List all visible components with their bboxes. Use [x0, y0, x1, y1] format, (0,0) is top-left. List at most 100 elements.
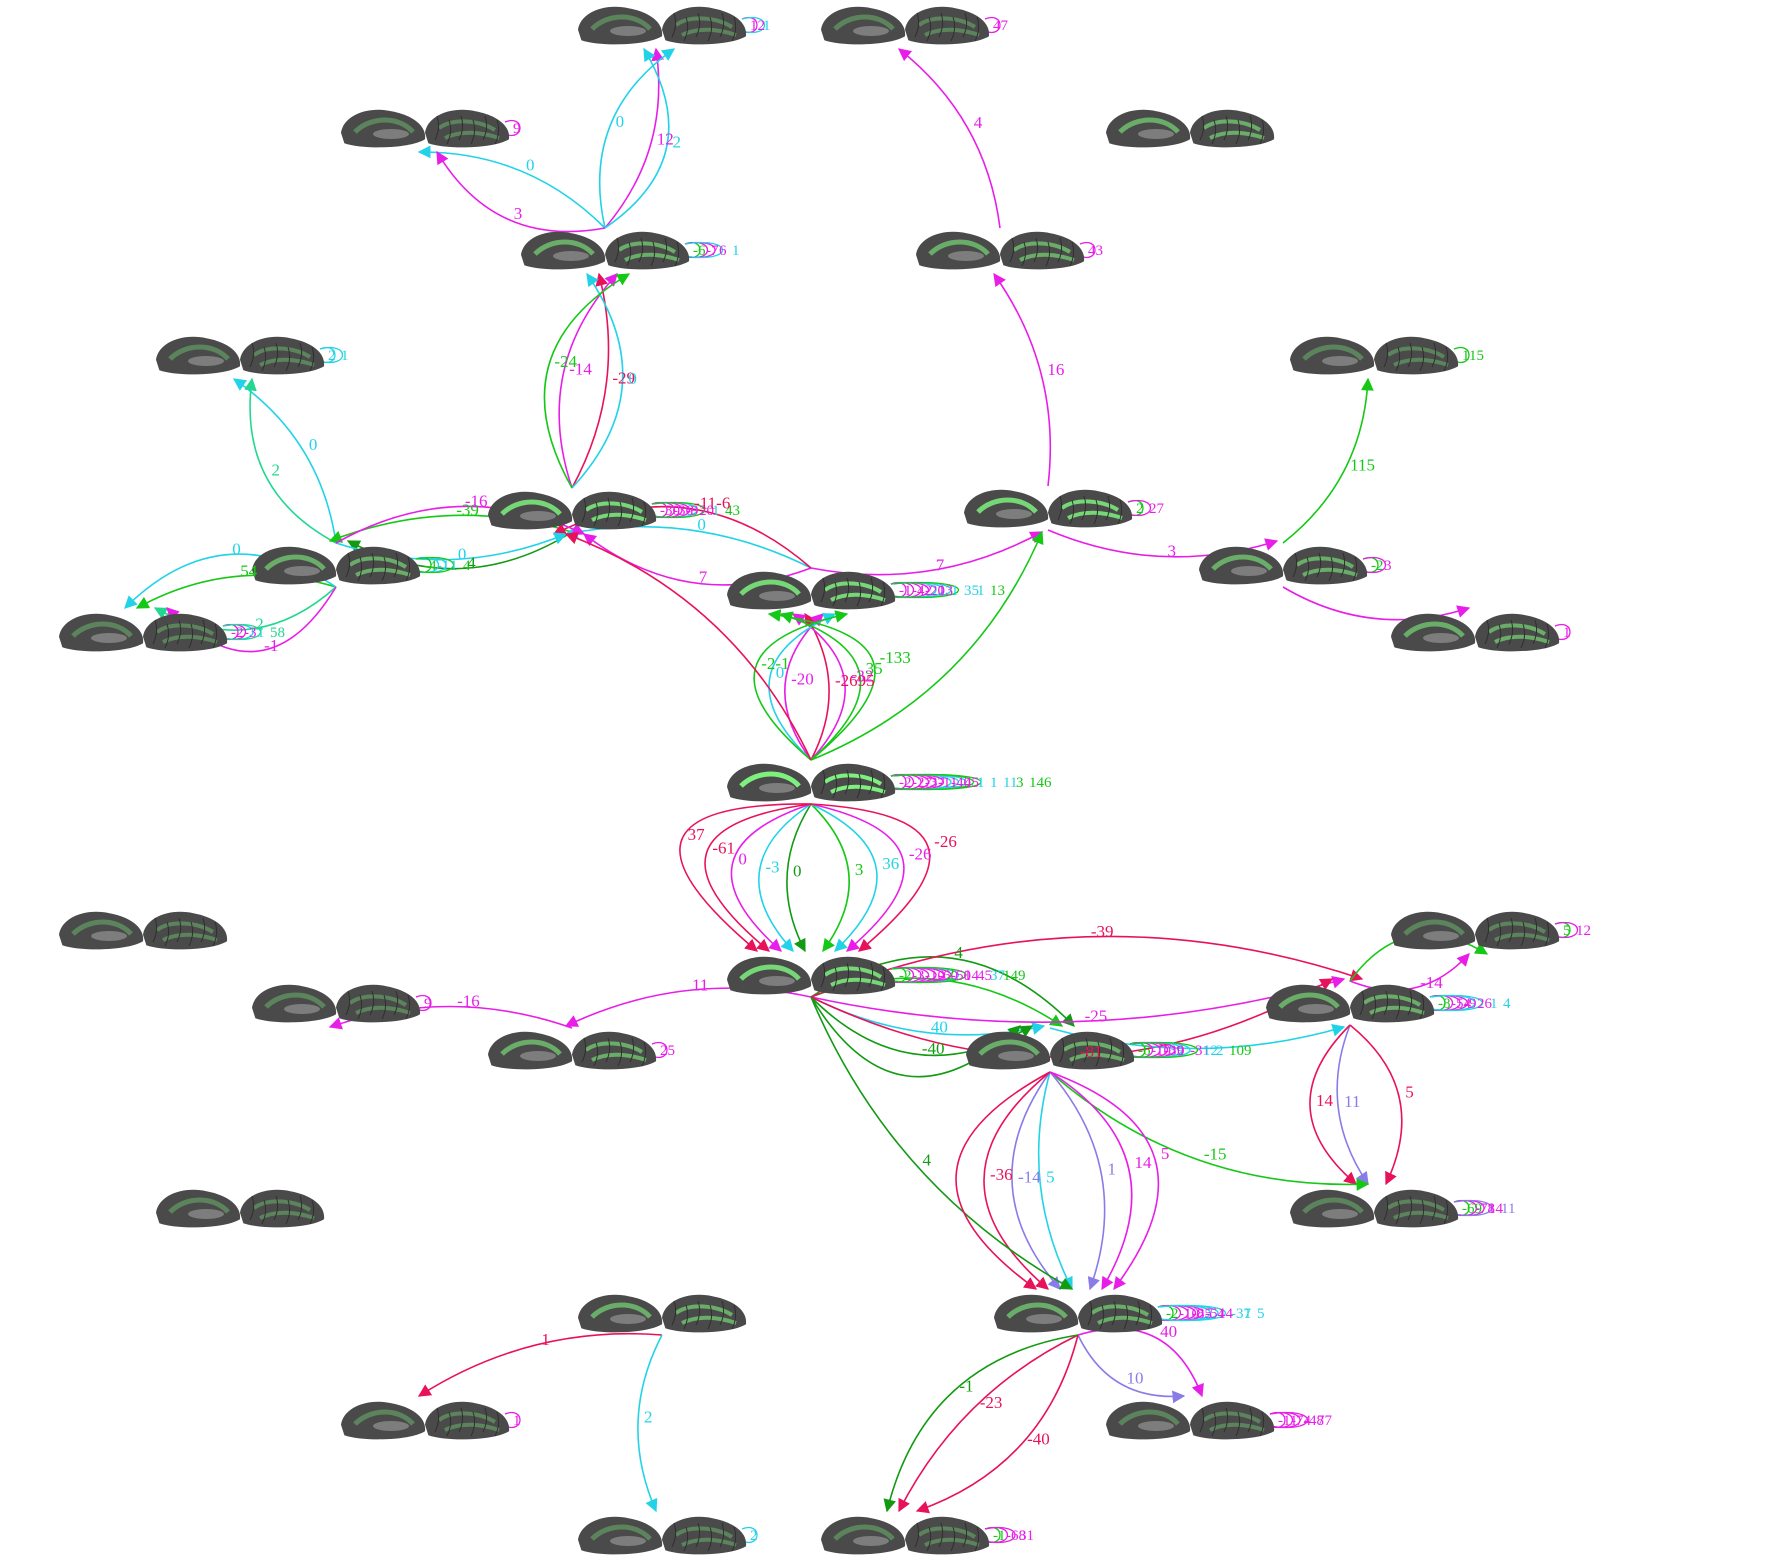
brain-hemisphere-icon [425, 1401, 510, 1440]
edge-label: -23 [980, 1393, 1003, 1412]
edge-n16-n13 [791, 613, 846, 761]
edge-label: 54 [240, 562, 257, 581]
edge-n23-n27 [983, 1071, 1051, 1290]
self-loop-label: -54 [1451, 996, 1471, 1012]
edge-n13-n9 [564, 525, 812, 569]
self-loop-label: 12 [1576, 923, 1591, 939]
self-loop-label: -20 [925, 583, 945, 599]
self-loop-label: 1 [990, 775, 998, 791]
self-loop-label: 12 [1203, 1043, 1218, 1059]
self-loop-label: 43 [725, 503, 740, 519]
self-loop-label: 1 [977, 775, 985, 791]
edge-n16-n18 [810, 803, 878, 952]
edge-n16-n18 [810, 803, 905, 952]
edge-label: 14 [1316, 1091, 1334, 1110]
edge-label: -20 [791, 669, 814, 688]
edge-n23-n27 [1049, 1071, 1133, 1291]
brain-hemisphere-icon [143, 613, 228, 652]
edge-label: 4 [467, 553, 476, 572]
edge-label: -14 [1420, 973, 1443, 992]
brain-hemisphere-icon [341, 1401, 426, 1440]
self-loop-label: -36 [673, 503, 693, 519]
brain-hemisphere-icon [240, 336, 325, 375]
edge-label: -2695 [835, 671, 875, 690]
self-loop-label: -39 [1164, 1043, 1184, 1059]
self-loop [1554, 921, 1579, 939]
edge-n21-n25 [1309, 1024, 1357, 1185]
self-loop-label: 0 [1177, 1043, 1185, 1059]
edge-n9-n5 [543, 273, 631, 489]
self-loop-label: -30 [660, 503, 680, 519]
self-loop-label: 9 [424, 996, 432, 1012]
self-loop-label: -48 [1304, 1413, 1324, 1429]
brain-hemisphere-icon [905, 6, 990, 45]
brain-hemisphere-icon [488, 1031, 573, 1070]
edge-label: -32 [851, 667, 874, 686]
self-loop-label: -8 [1438, 996, 1451, 1012]
edge-n5-n3 [436, 150, 606, 233]
self-loop-label: 14 [1218, 1306, 1234, 1322]
edge-label: -2-1 [761, 654, 789, 673]
edge-n18-n21 [810, 935, 1364, 998]
edge-n16-n18 [810, 803, 850, 953]
brain-node [1290, 336, 1459, 375]
edge-n27-n31 [883, 1334, 1079, 1513]
edge-label: -39 [1091, 922, 1114, 941]
brain-hemisphere-icon [1266, 984, 1351, 1023]
self-loop-label: -2 [899, 775, 912, 791]
self-loop-label: 26 [1477, 996, 1493, 1012]
edge-label: 2 [272, 461, 281, 480]
edge-n16-n18 [679, 803, 812, 952]
brain-hemisphere-icon [59, 613, 144, 652]
self-loop-label: 149 [1003, 968, 1026, 984]
self-loop-label: 1 [712, 503, 720, 519]
edge-label: -16 [457, 992, 480, 1011]
edge-n23-n27 [1037, 1071, 1073, 1291]
self-loop-label: -2 [899, 968, 912, 984]
edge-label: 0 [458, 544, 467, 563]
edge-label: -11-6 [694, 493, 730, 512]
edge-label: 2 [644, 1407, 653, 1426]
self-loop-label: 14 [1488, 1201, 1504, 1217]
brain-hemisphere-icon [578, 6, 663, 45]
brain-hemisphere-icon [1199, 546, 1284, 585]
edge-n21-n25 [1336, 1024, 1369, 1186]
self-loop-label: -10 [1151, 1043, 1171, 1059]
brain-hemisphere-icon [143, 911, 228, 950]
brain-hemisphere-icon [1290, 1189, 1375, 1228]
edge-n16-n13 [784, 613, 824, 761]
edge-label: 0 [232, 540, 241, 559]
brain-node [156, 336, 325, 375]
edge-n18-n27 [810, 996, 1074, 1290]
edge-label: -25 [1085, 1007, 1108, 1026]
brain-node [252, 984, 421, 1023]
self-loop-label: 43 [1088, 243, 1103, 259]
edge-n5-n1 [604, 47, 665, 229]
edge-label: 2 [255, 614, 264, 633]
edge-label: 5 [1161, 1144, 1170, 1163]
self-loop-label: -60 [938, 968, 958, 984]
brain-hemisphere-icon [964, 489, 1049, 528]
self-loop-label: 77 [1317, 1413, 1333, 1429]
self-loop [504, 119, 521, 137]
edge-label: 0 [776, 663, 785, 682]
brain-node [964, 489, 1133, 528]
self-loop-label: 5 [1257, 1306, 1265, 1322]
self-loop [741, 16, 766, 34]
self-loop [1429, 994, 1483, 1012]
edge-label: 0 [697, 515, 706, 534]
self-loop-label: 14 [964, 968, 980, 984]
edge-n6-n2 [897, 48, 1001, 229]
edge-n11-n7 [244, 377, 337, 544]
self-loop-label: -11 [1278, 1413, 1297, 1429]
edge-label: 2 [946, 965, 955, 984]
self-loop-label: 13 [990, 583, 1005, 599]
brain-hemisphere-icon [488, 491, 573, 530]
brain-node [578, 6, 747, 45]
brain-hemisphere-icon [1391, 613, 1476, 652]
self-loop [684, 242, 724, 258]
self-loop-label: -9 [686, 503, 699, 519]
self-loop-label: -85 [1192, 1306, 1212, 1322]
edge-label: -133 [880, 648, 911, 667]
